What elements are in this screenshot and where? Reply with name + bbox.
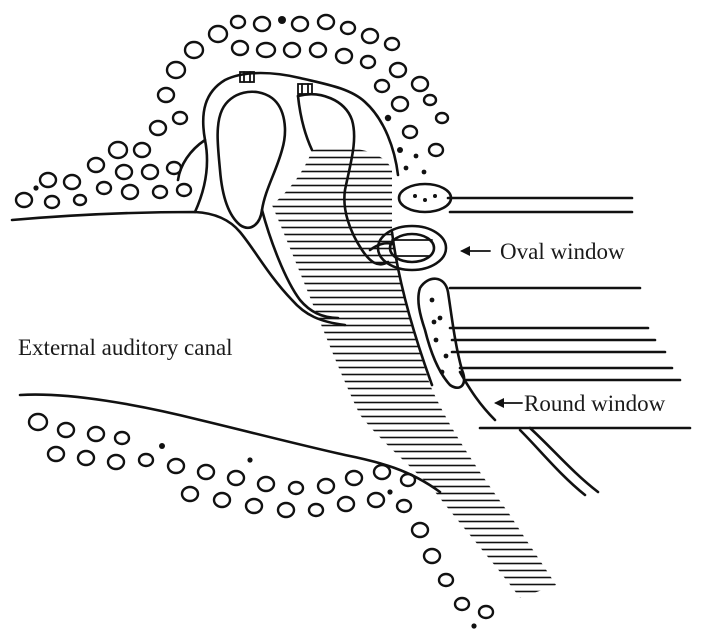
upper-oval-structure [399,184,451,212]
label-oval-window-group: Oval window [460,239,625,264]
label-round-window: Round window [524,391,666,416]
label-round-window-group: Round window [494,391,666,416]
tympanic-cavity-hatching [272,148,556,598]
label-oval-window: Oval window [500,239,625,264]
label-external-auditory-canal: External auditory canal [18,335,233,360]
bone-pores-left-upper [16,142,191,208]
